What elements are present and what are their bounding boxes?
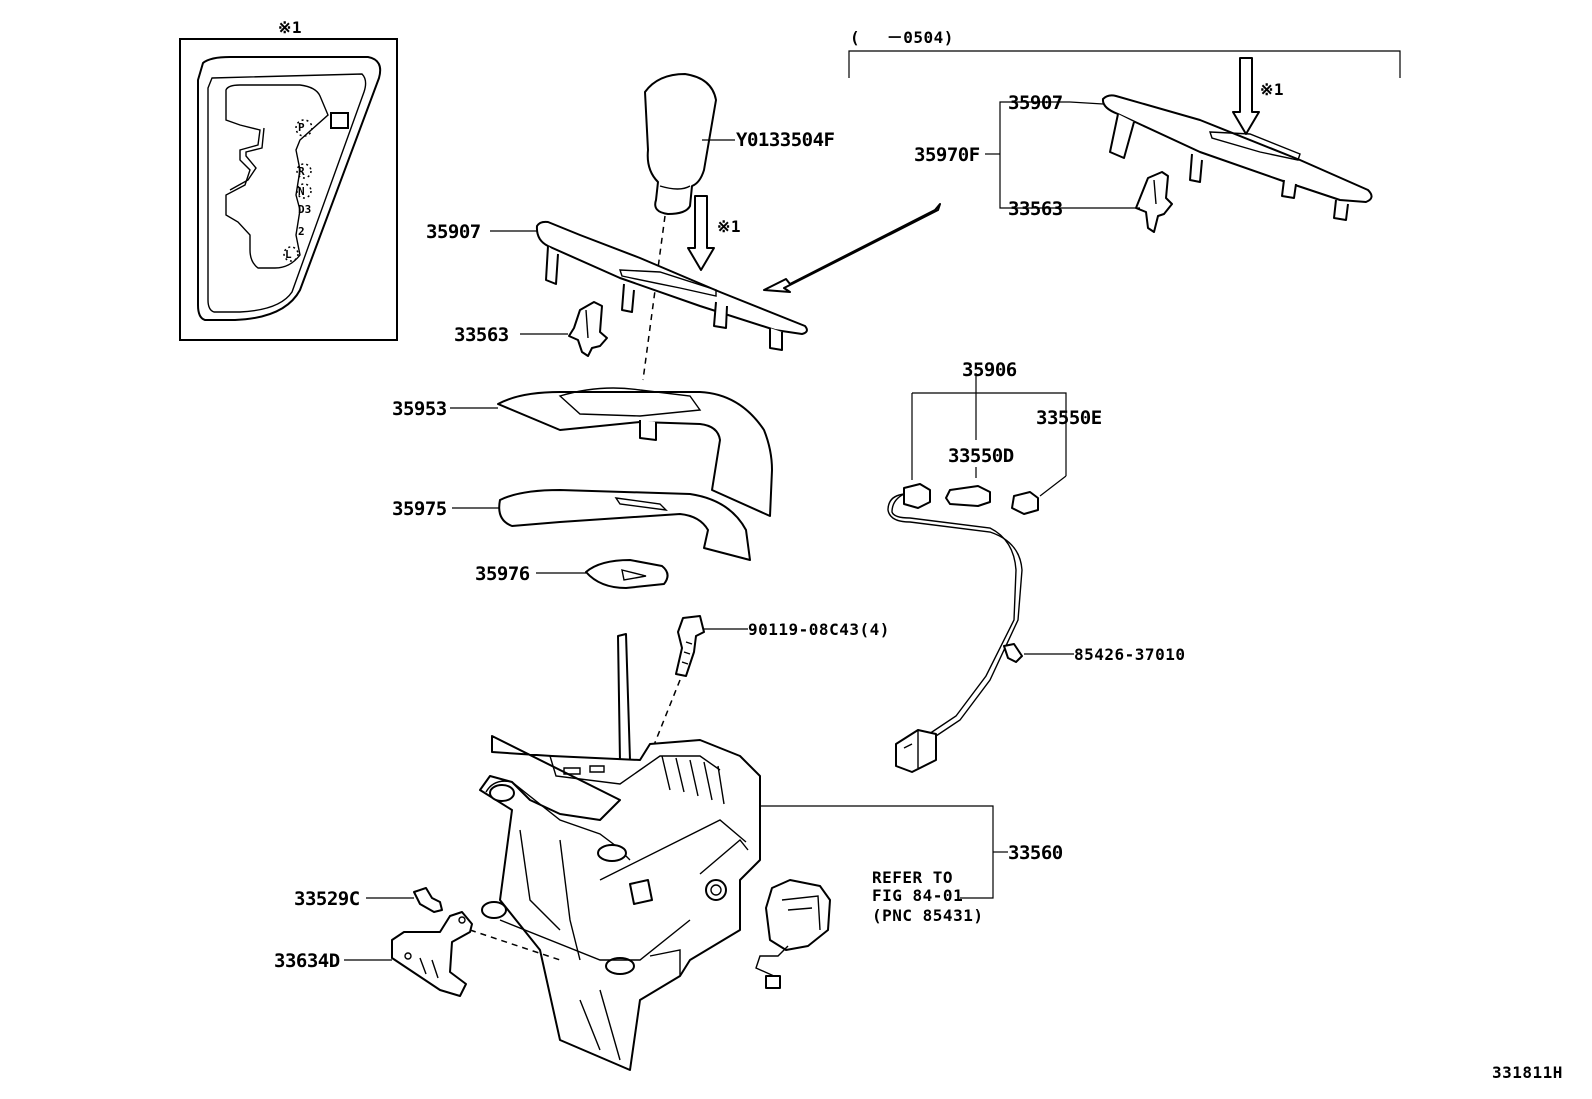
illumination-harness: 35906 33550E 33550D 85426-37010 [887,359,1185,773]
label-35907-alt: 35907 [1008,92,1063,114]
bolt-33529c: 33529C [294,887,443,913]
gate-position-n: N [298,185,305,198]
shift-lever-assembly: 33560 [469,633,1063,1071]
gate-plate-35976: 35976 [475,559,669,589]
label-knob: Y0133504F [736,129,835,151]
label-90119: 90119-08C43(4) [748,620,890,639]
label-33560: 33560 [1008,842,1063,864]
gate-position-2: 2 [298,225,305,238]
label-35953: 35953 [392,398,447,420]
production-range-label: ( －0504) [850,28,954,47]
label-35907-main: 35907 [426,221,481,243]
inset-marker: ※1 [278,18,302,37]
label-refer-line2: FIG 84-01 [872,886,963,905]
label-35970f: 35970F [914,144,980,166]
label-33563-alt: 33563 [1008,198,1063,220]
label-33563-main: 33563 [454,324,509,346]
label-marker-main: ※1 [717,217,741,236]
alternate-indicator-plate: ※1 35907 35970F 33563 [914,57,1373,233]
production-range-bracket: ( －0504) [848,28,1401,78]
label-33529c: 33529C [294,888,360,910]
shift-knob: Y0133504F [642,73,835,381]
label-33550d: 33550D [948,445,1014,467]
label-33550e: 33550E [1036,407,1102,429]
position-indicator-plate: 35907 [426,220,808,351]
console-cover-upper: 35953 [392,387,773,517]
label-35976: 35976 [475,563,530,585]
console-cover-lower: 35975 [392,489,751,561]
shift-gate-inset: ※1 P R N D3 2 L [179,18,398,341]
alternate-version-arrow [763,203,941,293]
gate-position-r: R [298,165,305,178]
label-35906: 35906 [962,359,1017,381]
gate-position-labels: P R N D3 2 L [285,121,311,261]
marker-arrow-main: ※1 [687,195,741,271]
gate-position-d3: D3 [298,203,311,216]
label-refer-line3: (PNC 85431) [872,906,983,925]
position-switch: REFER TO FIG 84-01 (PNC 85431) [755,868,983,989]
label-refer-line1: REFER TO [872,868,953,887]
figure-id: 331811H [1492,1063,1563,1082]
label-85426: 85426-37010 [1074,645,1185,664]
gate-position-p: P [298,121,305,134]
gate-position-l: L [285,248,292,261]
clip-33563-main: 33563 [454,301,608,357]
label-marker-alt: ※1 [1260,80,1284,99]
bolt-90119: 90119-08C43(4) [607,615,890,861]
bracket-33634d: 33634D [274,911,473,997]
label-35975: 35975 [392,498,447,520]
label-33634d: 33634D [274,950,340,972]
